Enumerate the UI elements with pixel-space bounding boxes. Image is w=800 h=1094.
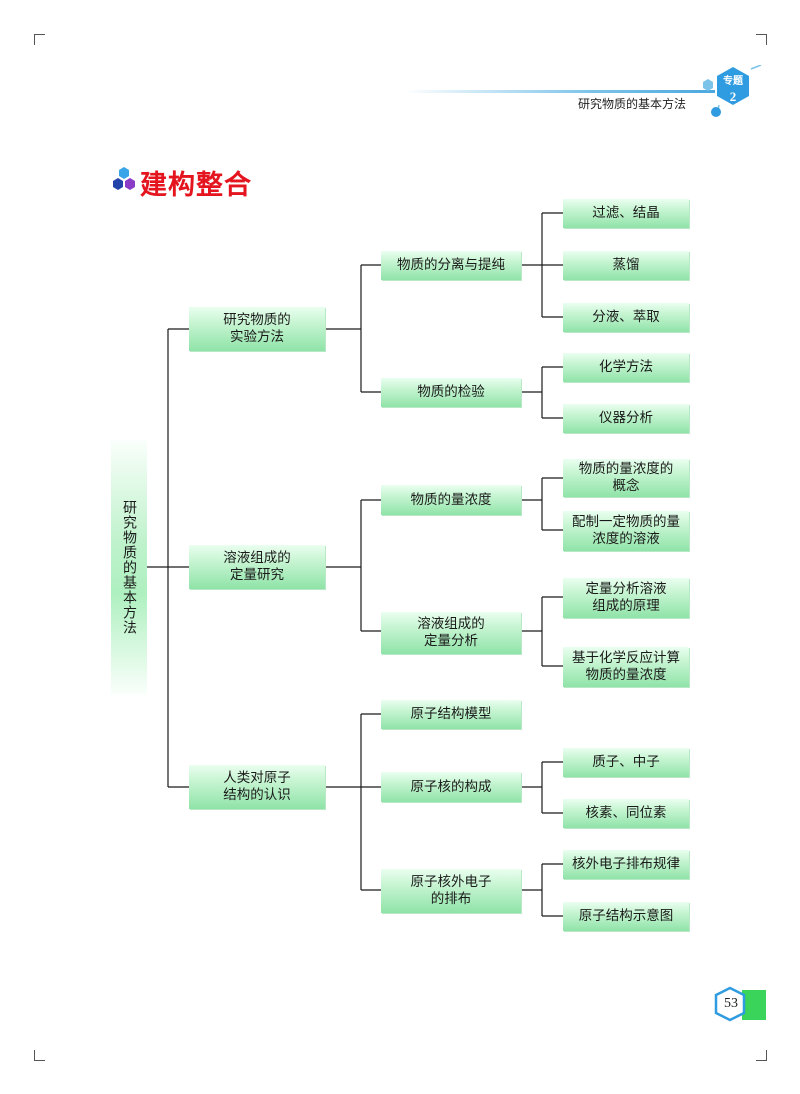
node-line: 蒸馏 xyxy=(612,257,640,273)
node-solution-quantitative: 溶液组成的定量研究 xyxy=(189,545,325,589)
node-line: 浓度的溶液 xyxy=(592,531,660,547)
node-line: 核素、同位素 xyxy=(585,805,667,821)
node-line: 溶液组成的 xyxy=(417,616,485,632)
node-separation-purification: 物质的分离与提纯 xyxy=(381,251,521,280)
node-line: 概念 xyxy=(612,478,640,494)
badge-number: 2 xyxy=(729,89,737,104)
node-electron-rules: 核外电子排布规律 xyxy=(563,850,689,879)
section-title: 建构整合 xyxy=(140,170,252,201)
crop-mark-bottom-left xyxy=(34,1050,45,1061)
header-rule xyxy=(405,90,715,93)
node-instrumental-analysis: 仪器分析 xyxy=(563,404,689,433)
crop-mark-top-right xyxy=(756,34,767,45)
node-line: 质子、中子 xyxy=(592,754,660,770)
crop-mark-top-left xyxy=(34,34,45,45)
node-line: 化学方法 xyxy=(599,359,653,375)
node-nucleus-composition: 原子核的构成 xyxy=(381,772,521,802)
node-reaction-calculation: 基于化学反应计算物质的量浓度 xyxy=(563,647,689,687)
page-number-badge-icon xyxy=(714,986,766,1022)
node-line: 结构的认识 xyxy=(223,787,291,803)
node-electron-arrangement: 原子核外电子的排布 xyxy=(381,869,521,913)
node-line: 基于化学反应计算 xyxy=(572,650,680,666)
page-number: 53 xyxy=(724,996,738,1011)
hexagon-cluster-icon xyxy=(113,167,135,190)
node-line: 研究物质的 xyxy=(223,312,291,328)
node-protons-neutrons: 质子、中子 xyxy=(563,748,689,777)
node-line: 组成的原理 xyxy=(592,598,660,614)
node-line: 核外电子排布规律 xyxy=(572,856,680,872)
node-distillation: 蒸馏 xyxy=(563,251,689,280)
node-line: 实验方法 xyxy=(230,329,284,345)
node-line: 原子核的构成 xyxy=(410,778,492,795)
node-analysis-principle: 定量分析溶液组成的原理 xyxy=(563,578,689,618)
node-quantitative-analysis: 溶液组成的定量分析 xyxy=(381,612,521,654)
node-line: 物质的量浓度的 xyxy=(578,461,674,477)
crop-mark-bottom-right xyxy=(756,1050,767,1061)
node-line: 原子结构模型 xyxy=(410,706,492,722)
node-line: 物质的量浓度 xyxy=(585,667,667,683)
node-line: 物质的检验 xyxy=(417,384,485,400)
node-prepare-solution: 配制一定物质的量浓度的溶液 xyxy=(563,511,689,551)
node-line: 配制一定物质的量 xyxy=(572,514,680,530)
node-line: 原子核外电子 xyxy=(410,874,492,890)
node-separation-extraction: 分液、萃取 xyxy=(563,303,689,332)
node-atomic-structure: 人类对原子结构的认识 xyxy=(189,765,325,809)
node-experimental-methods: 研究物质的实验方法 xyxy=(189,307,325,351)
node-line: 仪器分析 xyxy=(599,410,653,426)
badge-label: 专题 xyxy=(723,76,743,87)
node-line: 定量分析 xyxy=(424,633,478,649)
node-line: 分液、萃取 xyxy=(592,309,660,325)
node-concentration-concept: 物质的量浓度的概念 xyxy=(563,459,689,497)
chapter-badge-icon xyxy=(703,65,762,117)
node-filtration-crystallization: 过滤、结晶 xyxy=(563,199,689,228)
node-atomic-diagram: 原子结构示意图 xyxy=(563,902,689,931)
node-line: 的排布 xyxy=(430,891,472,907)
root-node: 研究物质的基本方法 xyxy=(111,440,147,695)
node-line: 溶液组成的 xyxy=(223,550,291,566)
node-line: 原子结构示意图 xyxy=(578,908,674,924)
node-atomic-model: 原子结构模型 xyxy=(381,700,521,729)
node-line: 定量分析溶液 xyxy=(585,581,667,597)
root-label: 研究物质的基本方法 xyxy=(121,500,137,635)
node-line: 人类对原子 xyxy=(223,770,291,786)
node-chemical-methods: 化学方法 xyxy=(563,353,689,382)
header-subject: 研究物质的基本方法 xyxy=(578,97,687,111)
node-line: 定量研究 xyxy=(230,567,284,583)
node-line: 物质的分离与提纯 xyxy=(397,257,505,273)
node-substance-testing: 物质的检验 xyxy=(381,378,521,407)
node-line: 过滤、结晶 xyxy=(592,205,660,221)
node-nuclides-isotopes: 核素、同位素 xyxy=(563,799,689,828)
node-molar-concentration: 物质的量浓度 xyxy=(381,485,521,515)
node-line: 物质的量浓度 xyxy=(410,491,492,508)
